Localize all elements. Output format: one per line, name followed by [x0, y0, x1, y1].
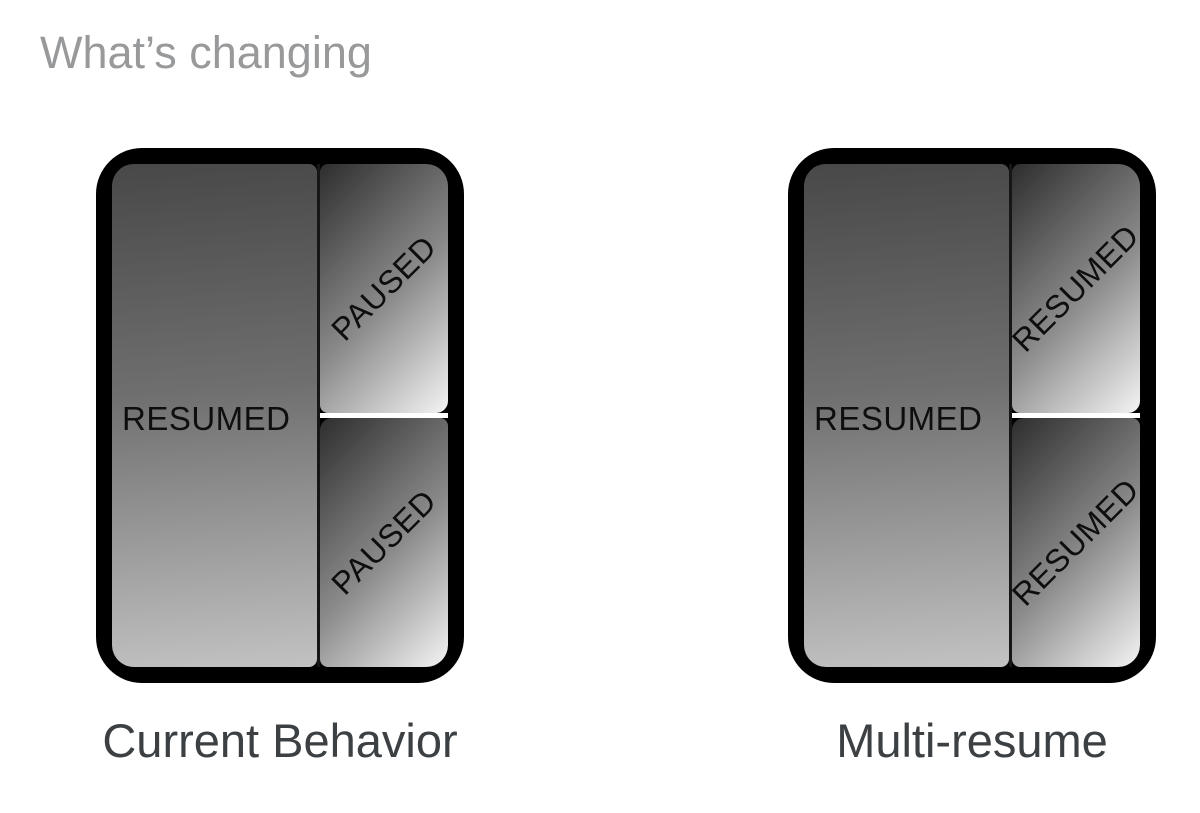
bottom-activity-panel: PAUSED — [320, 418, 448, 667]
top-activity-state-label: RESUMED — [1005, 217, 1147, 359]
bottom-activity-state-label: PAUSED — [324, 482, 444, 602]
side-column: RESUMED RESUMED — [1005, 164, 1146, 667]
side-column: PAUSED PAUSED — [320, 164, 448, 667]
main-activity-panel: RESUMED — [112, 164, 317, 667]
split-screen-divider — [1009, 164, 1012, 667]
main-activity-panel: RESUMED — [804, 164, 1009, 667]
device-multi-resume: RESUMED RESUMED RESUMED — [788, 148, 1156, 683]
bottom-activity-panel: RESUMED — [1005, 418, 1146, 667]
main-activity-state-label: RESUMED — [122, 399, 291, 437]
device-screen: RESUMED RESUMED RESUMED — [804, 164, 1146, 667]
device-screen: RESUMED PAUSED PAUSED — [112, 164, 448, 667]
device-current-behavior: RESUMED PAUSED PAUSED — [96, 148, 464, 683]
panel-gap — [1012, 413, 1140, 418]
top-activity-panel: PAUSED — [320, 164, 448, 413]
caption-multi-resume: Multi-resume — [836, 714, 1108, 767]
split-screen-divider — [317, 164, 320, 667]
caption-current-behavior: Current Behavior — [102, 714, 458, 767]
bottom-activity-state-label: RESUMED — [1005, 471, 1147, 613]
top-activity-panel: RESUMED — [1005, 164, 1146, 413]
main-activity-state-label: RESUMED — [814, 399, 983, 437]
top-activity-state-label: PAUSED — [324, 228, 444, 348]
panel-gap — [320, 413, 448, 418]
slide-title: What’s changing — [40, 27, 372, 78]
